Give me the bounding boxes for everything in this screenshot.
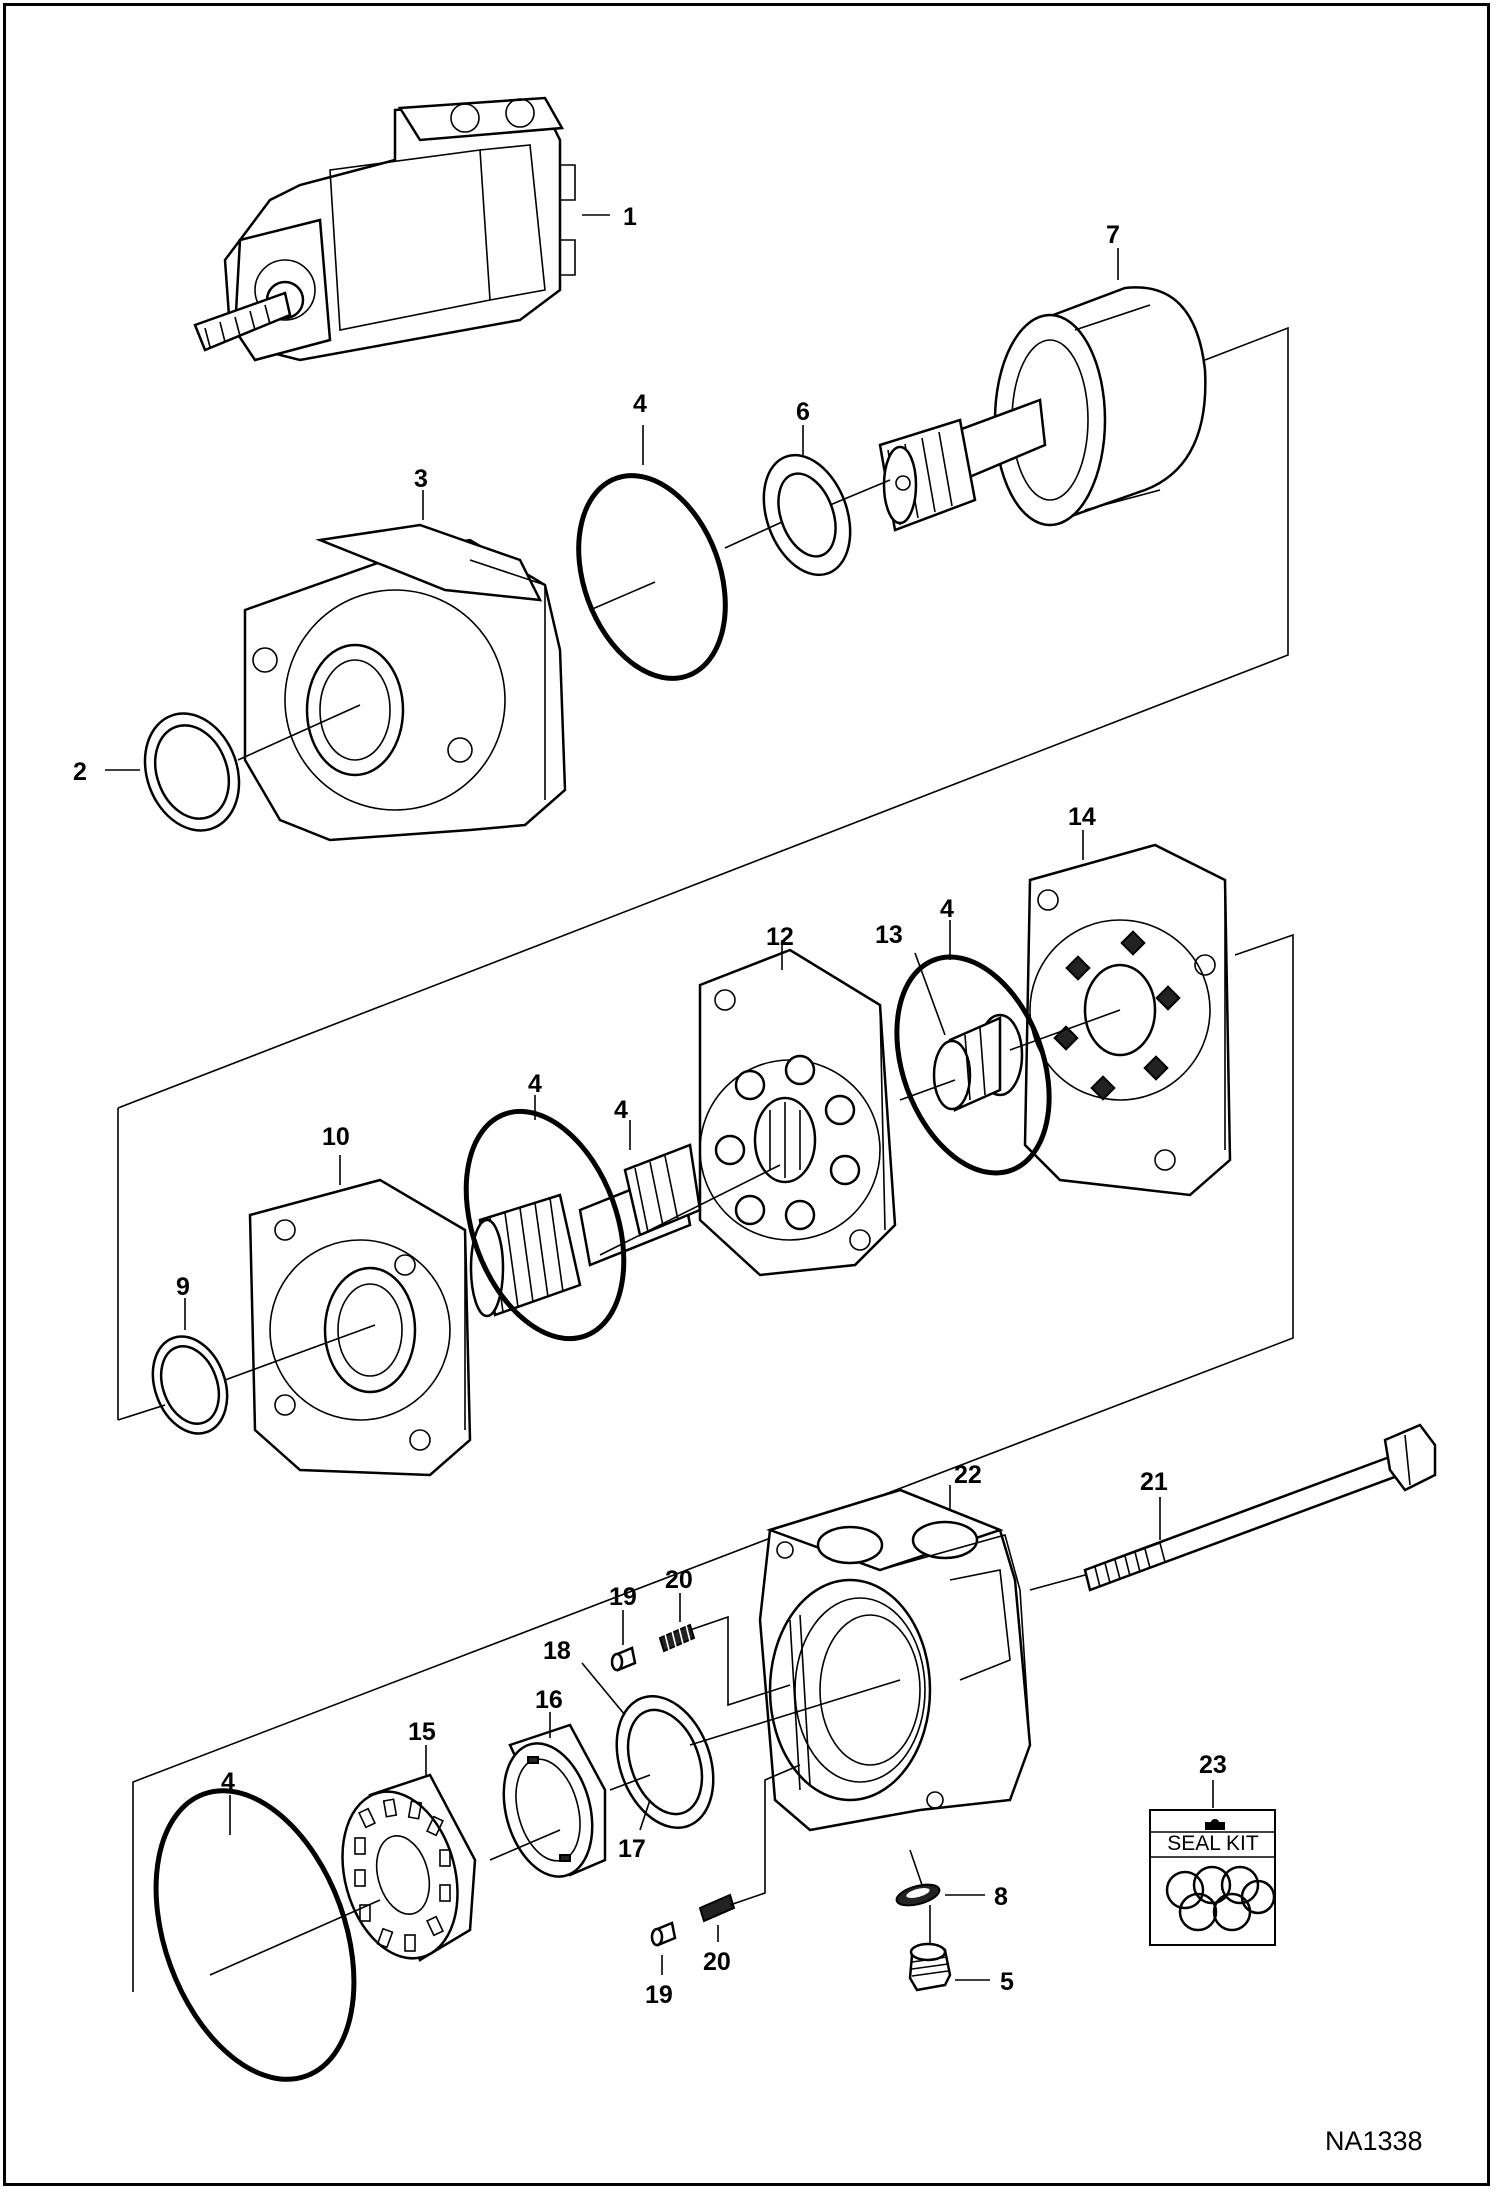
valve-disc-part-15 xyxy=(341,1773,477,1962)
plug-part-5 xyxy=(908,1942,952,1992)
gerotor-part-12 xyxy=(698,948,897,1277)
callout-19-lower: 19 xyxy=(645,1981,673,2009)
explode-lines-bottom xyxy=(209,1574,1086,1976)
drive-shaft-part-11 xyxy=(469,1143,702,1318)
check-ball-part-19-lower xyxy=(650,1921,677,1947)
explode-lines-top xyxy=(117,326,1289,1109)
seal-kit-label: SEAL KIT xyxy=(1167,1832,1259,1855)
callout-2: 2 xyxy=(73,758,87,786)
o-ring-part-4-upper xyxy=(576,473,728,681)
seal-ring-part-9 xyxy=(151,1335,229,1435)
callout-9: 9 xyxy=(176,1273,190,1301)
callout-4-middle-left: 4 xyxy=(528,1070,542,1098)
thrust-washer-part-6 xyxy=(762,453,852,577)
shaft-bearing-part-7 xyxy=(878,286,1207,532)
check-ball-part-19-upper xyxy=(610,1646,637,1672)
callout-3: 3 xyxy=(414,465,428,493)
o-ring-part-4-lower xyxy=(153,1788,357,2082)
front-housing-part-3 xyxy=(243,523,567,842)
callout-20-lower: 20 xyxy=(703,1948,731,1976)
callout-12: 12 xyxy=(766,923,794,951)
spring-part-20-upper xyxy=(658,1623,696,1653)
o-ring-part-4-middle-right xyxy=(894,954,1052,1176)
callout-7: 7 xyxy=(1106,221,1120,249)
callout-21: 21 xyxy=(1140,1468,1168,1496)
diagram-border xyxy=(3,3,1490,2186)
callout-4-upper: 4 xyxy=(633,390,647,418)
callout-13: 13 xyxy=(875,921,903,949)
callout-10: 10 xyxy=(322,1123,350,1151)
wear-plate-part-10 xyxy=(248,1178,472,1477)
callout-19-upper: 19 xyxy=(609,1583,637,1611)
callout-4-lower: 4 xyxy=(221,1768,235,1796)
shaft-seal-part-2 xyxy=(143,712,241,832)
motor-assembly-part-1 xyxy=(193,96,610,362)
callout-16: 16 xyxy=(535,1686,563,1714)
callout-6: 6 xyxy=(796,398,810,426)
explode-lines-middle xyxy=(117,933,1294,1992)
drawing-reference-number: NA1338 xyxy=(1325,2126,1423,2156)
valve-plate-part-14 xyxy=(1023,843,1232,1197)
spring-part-20-lower xyxy=(698,1893,736,1923)
callout-8: 8 xyxy=(994,1883,1008,1911)
o-ring-part-4-middle-left xyxy=(463,1108,627,1342)
washer-part-8 xyxy=(895,1883,941,1907)
callout-11: 4 xyxy=(614,1096,628,1124)
spline-coupler-part-13 xyxy=(932,1013,1024,1112)
callout-14: 14 xyxy=(1068,803,1096,831)
callout-22: 22 xyxy=(954,1461,982,1489)
bolt-part-21 xyxy=(1083,1423,1437,1592)
callout-1: 1 xyxy=(623,203,637,231)
seal-part-18 xyxy=(615,1695,715,1829)
balance-ring-part-16 xyxy=(502,1723,607,1878)
callout-15: 15 xyxy=(408,1718,436,1746)
callout-17: 17 xyxy=(618,1835,646,1863)
rear-housing-part-22 xyxy=(758,1488,1032,1832)
seal-kit-part-23: SEAL KIT xyxy=(1149,1809,1276,1946)
callout-18: 18 xyxy=(543,1637,571,1665)
callout-4-middle-right: 4 xyxy=(940,895,954,923)
callout-23: 23 xyxy=(1199,1751,1227,1779)
callout-5: 5 xyxy=(1000,1968,1014,1996)
callout-20-upper: 20 xyxy=(665,1566,693,1594)
